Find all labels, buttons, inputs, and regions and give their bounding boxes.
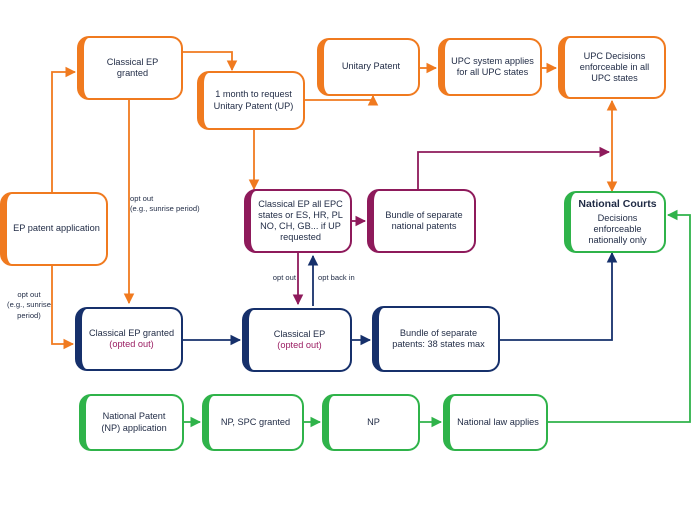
edge-application-opt-out [51, 266, 75, 350]
ep-patent-application-label: EP patent application [13, 223, 100, 234]
classical-ep-granted-opted-out-box: Classical EP granted (opted out) [75, 307, 183, 371]
np-label: NP [367, 416, 380, 427]
np-spc-granted-label: NP, SPC granted [220, 416, 291, 427]
bundle-38-states-label: Bundle of separate patents: 38 states ma… [392, 327, 485, 349]
upc-decisions-box: UPC Decisions enforceable in all UPC sta… [558, 36, 666, 99]
np-application-box: National Patent (NP) application [79, 394, 184, 451]
national-courts-text: Decisions enforceable nationally only [588, 213, 647, 246]
edge-one-month-to-unitary [305, 94, 379, 106]
classical-ep-granted-opted-note: (opted out) [109, 339, 154, 349]
opt-back-in-label: opt back in [318, 273, 378, 283]
upc-system-box: UPC system applies for all UPC states [438, 38, 542, 96]
unitary-patent-label: Unitary Patent [341, 61, 401, 72]
national-law-applies-label: National law applies [457, 416, 539, 427]
classical-ep-states-label: Classical EP all EPC states or ES, HR, P… [258, 198, 343, 243]
unitary-patent-box: Unitary Patent [317, 38, 420, 96]
edge-bundle-to-decisions [417, 146, 611, 189]
edge-national-law-to-national-courts [548, 209, 691, 423]
np-spc-granted-box: NP, SPC granted [202, 394, 304, 451]
opt-out-upper-sub: (e.g., sunrise period) [130, 204, 200, 214]
one-month-request-up-label: 1 month to request Unitary Patent (UP) [213, 89, 294, 111]
opt-out-lower-sub: (e.g., sunrise period) [7, 300, 51, 320]
np-box: NP [322, 394, 420, 451]
national-law-applies-box: National law applies [443, 394, 548, 451]
opt-out-middle-text: opt out [272, 273, 296, 282]
opt-back-in-text: opt back in [318, 273, 355, 282]
opt-out-label-lower: opt out (e.g., sunrise period) [0, 290, 58, 321]
national-courts-box: National Courts Decisions enforceable na… [564, 191, 666, 253]
opt-out-label-upper: opt out (e.g., sunrise period) [130, 194, 200, 215]
opt-out-label-middle: opt out [256, 273, 296, 283]
classical-ep-opted-text: Classical EP [273, 328, 326, 339]
one-month-request-up-box: 1 month to request Unitary Patent (UP) [197, 71, 305, 130]
opt-out-lower-text: opt out [17, 290, 41, 299]
classical-ep-states-box: Classical EP all EPC states or ES, HR, P… [244, 189, 352, 253]
classical-ep-granted-label: Classical EP granted [106, 56, 159, 78]
upc-system-label: UPC system applies for all UPC states [451, 55, 534, 77]
edge-bundle-38-to-national-courts [500, 251, 618, 341]
bundle-national-patents-box: Bundle of separate national patents [367, 189, 476, 253]
np-application-label: National Patent (NP) application [101, 411, 167, 433]
bundle-38-states-box: Bundle of separate patents: 38 states ma… [372, 306, 500, 372]
classical-ep-opted-note: (opted out) [277, 340, 322, 350]
opt-out-upper-text: opt out [130, 194, 154, 203]
classical-ep-granted-box: Classical EP granted [77, 36, 183, 100]
classical-ep-opted-out-box: Classical EP (opted out) [242, 308, 352, 372]
upc-decisions-label: UPC Decisions enforceable in all UPC sta… [579, 50, 650, 84]
edge-application-to-classical-ep [51, 66, 77, 192]
edge-classical-ep-to-one-month [183, 51, 238, 72]
ep-patent-application-box: EP patent application [0, 192, 108, 266]
bundle-national-patents-label: Bundle of separate national patents [385, 209, 463, 231]
classical-ep-granted-opted-text: Classical EP granted [88, 327, 175, 338]
national-courts-title: National Courts [578, 197, 657, 210]
